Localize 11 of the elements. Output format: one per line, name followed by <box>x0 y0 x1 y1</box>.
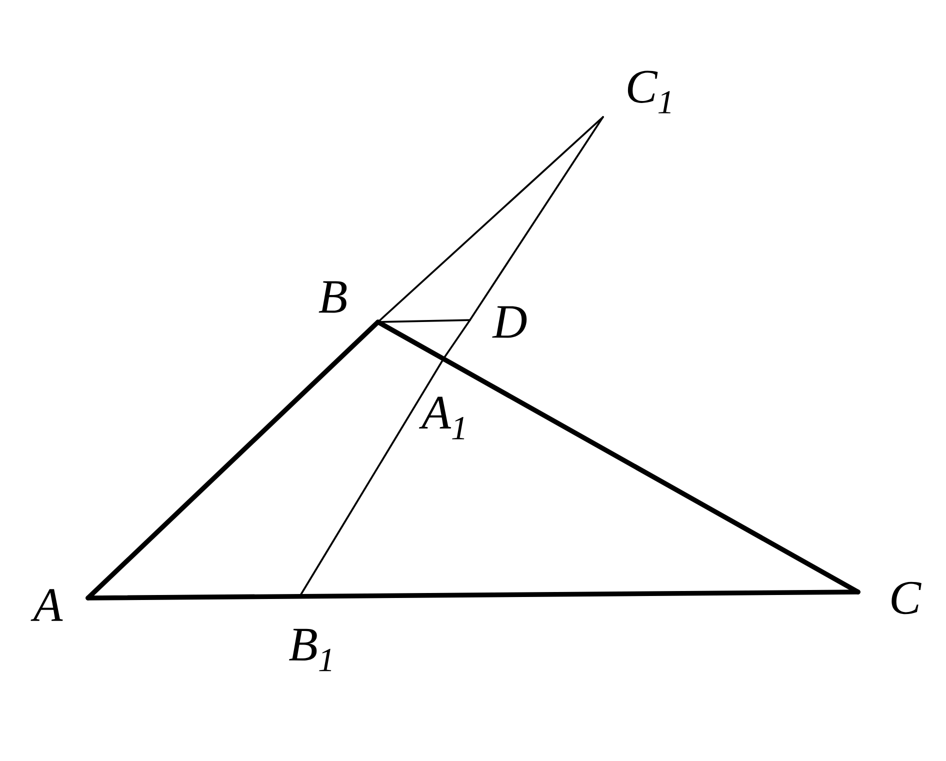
point-label: A$_{1}$ <box>418 396 464 440</box>
point-label: C <box>892 582 922 614</box>
line-segment <box>469 116 604 321</box>
line-segment <box>443 319 471 359</box>
line-segment <box>377 116 604 323</box>
point-label: C$_{1}$ <box>628 70 670 114</box>
point-label: B <box>318 281 347 313</box>
point-label: A <box>30 589 63 621</box>
line-segment <box>86 590 860 600</box>
point-label: B$_{1}$ <box>289 628 332 672</box>
point-label: D <box>492 306 527 338</box>
